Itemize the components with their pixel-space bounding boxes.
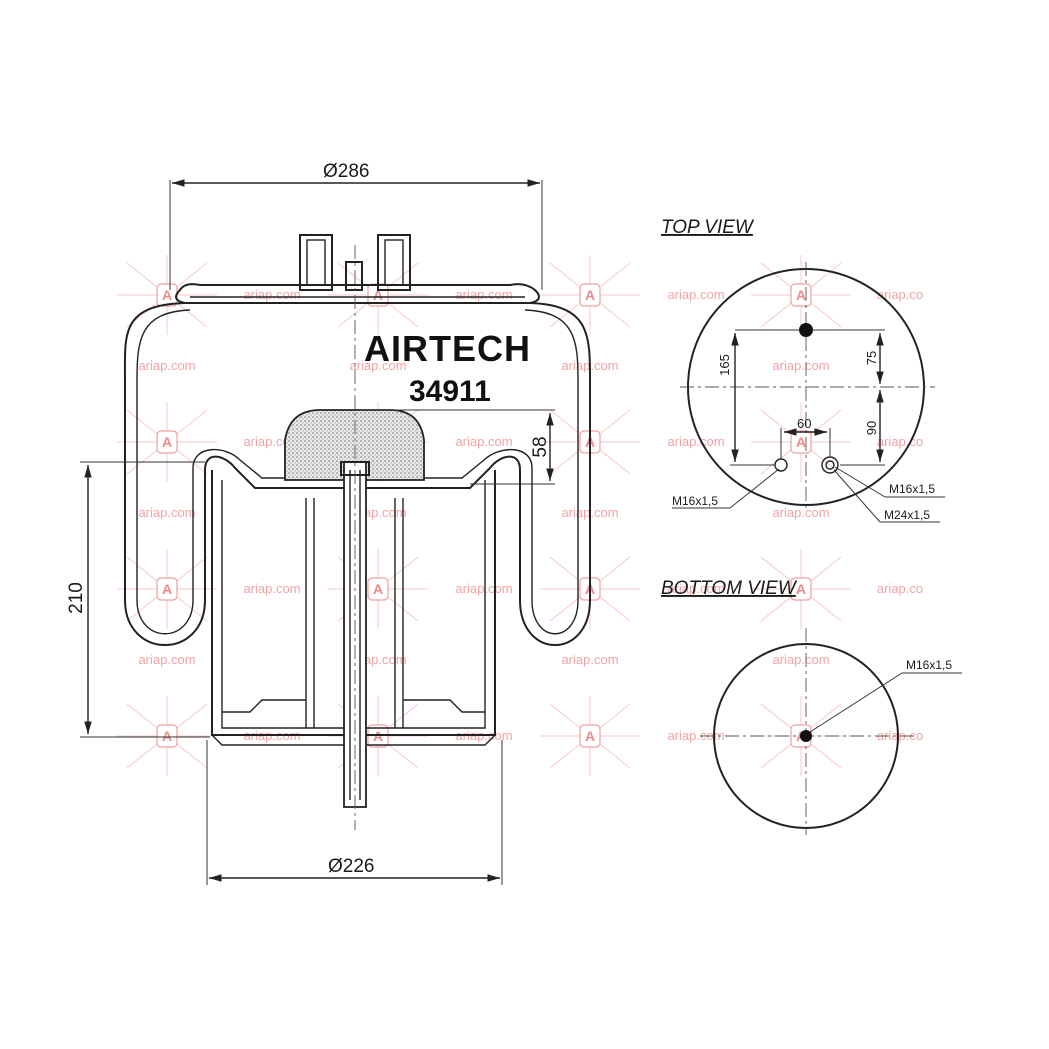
watermark-text: ariap.com [667,581,724,596]
top-left-hole [774,458,788,472]
dim-90: 90 [864,421,879,435]
top-view-title: TOP VIEW [661,217,755,238]
watermark-badge: A [796,287,806,303]
watermark-text-short: ariap.co [877,287,923,302]
bottom-center-stud [800,730,812,742]
watermark-text: ariap.com [349,358,406,373]
watermark-text-short: ariap.co [877,434,923,449]
thread-left-label: M16x1,5 [672,494,718,508]
watermark-text: ariap.com [772,358,829,373]
watermark-badge: A [373,287,383,303]
watermark-badge: A [585,287,595,303]
watermark-badge: A [162,287,172,303]
watermark-text: ariap.com [138,505,195,520]
bottom-view: BOTTOM VIEW M16x1,5 [661,578,962,835]
watermark-text: ariap.com [667,728,724,743]
watermark-text: ariap.com [772,652,829,667]
watermark-text: ariap.com [138,652,195,667]
watermark-badge: A [162,434,172,450]
watermark-badge: A [585,728,595,744]
side-view: Ø286 210 [66,161,591,885]
watermark-text: ariap.com [138,358,195,373]
top-view: TOP VIEW 165 75 90 60 M16x1,5 M16x1,5 [661,217,945,523]
top-center-stud [799,323,813,337]
air-fitting [345,261,363,291]
watermark-text: ariap.com [667,434,724,449]
watermark-text: ariap.com [667,287,724,302]
thread-air-label: M24x1,5 [884,508,930,522]
watermark-badge: A [162,728,172,744]
thread-right-label: M16x1,5 [889,482,935,496]
bottom-view-title: BOTTOM VIEW [661,578,798,599]
bellows-outline [123,302,591,646]
bottom-thread-label: M16x1,5 [906,658,952,672]
watermark-text-short: ariap.co [877,728,923,743]
watermark-text: ariap.com [455,287,512,302]
watermark-text: ariap.com [455,581,512,596]
dim-75: 75 [864,351,879,365]
part-number: 34911 [409,375,491,408]
watermark-text: ariap.com [243,581,300,596]
top-diameter-label: Ø286 [323,161,369,182]
dim-60: 60 [797,416,811,431]
top-right-hole [821,456,839,474]
watermark-badge: A [796,434,806,450]
watermark-text: ariap.com [243,287,300,302]
watermark-text-short: ariap.co [877,581,923,596]
watermark-badge: A [796,581,806,597]
dim-165: 165 [717,354,732,376]
top-bead-plate [175,283,540,304]
watermark-text: ariap.com [455,434,512,449]
watermark-badge: A [373,581,383,597]
height-label: 210 [66,582,87,614]
top-stud-right [377,234,411,291]
watermark-badge: A [162,581,172,597]
brand-logo: AIRTECH [364,328,531,369]
top-stud-left [299,234,333,291]
piston-height-label: 58 [530,436,551,457]
bottom-diameter-label: Ø226 [328,856,374,877]
watermark-text: ariap.com [561,652,618,667]
watermark-text: ariap.com [772,505,829,520]
